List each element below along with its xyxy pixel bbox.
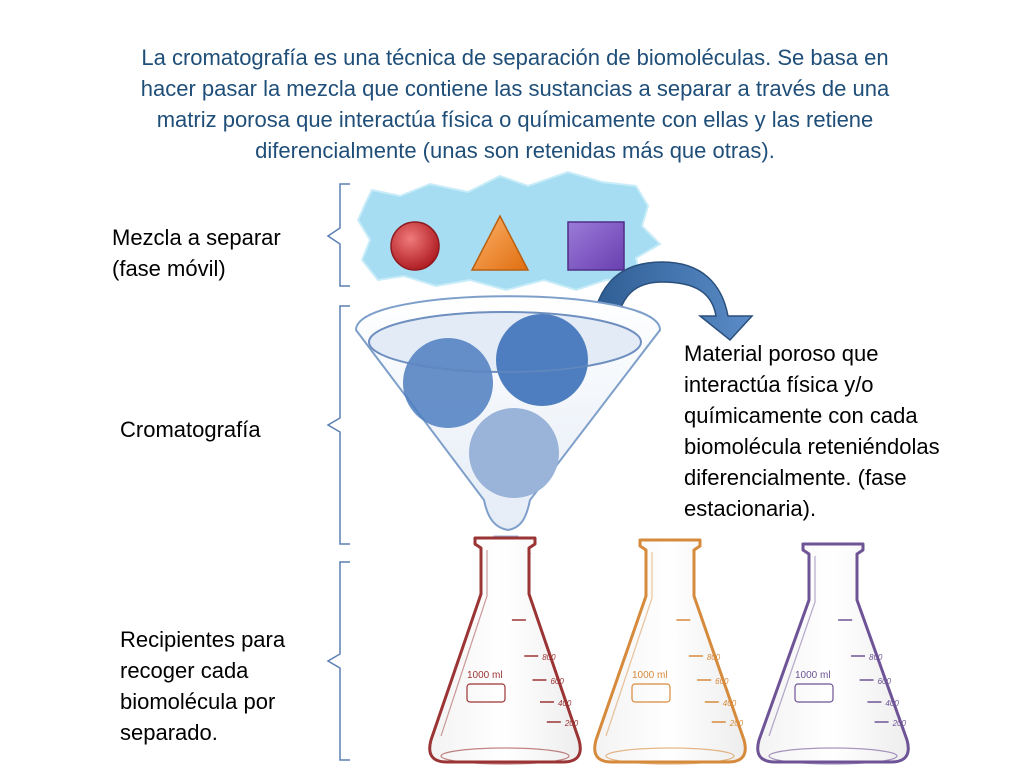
- mixture-label-line: (fase móvil): [112, 256, 226, 281]
- flask-inner-line: [768, 556, 816, 737]
- intro-line: hacer pasar la mezcla que contiene las s…: [140, 76, 890, 101]
- flask-mark-label: 600: [878, 677, 892, 686]
- flask-base: [768, 747, 898, 765]
- stationary-phase-label-line: diferencialmente. (fase: [684, 465, 907, 490]
- flask-mark-label: 200: [892, 719, 907, 728]
- flask-mark-label: 200: [564, 719, 579, 728]
- flask-label-box: [794, 683, 834, 703]
- stationary-phase-label-line: interactúa física y/o: [684, 372, 874, 397]
- curved-arrow-icon: [591, 261, 754, 342]
- bracket-mixture: [326, 183, 350, 287]
- funnel-ball-left: [403, 338, 493, 428]
- flask-base: [605, 747, 735, 765]
- flask-mark-label: 600: [715, 677, 729, 686]
- bracket-recipients: [326, 561, 350, 761]
- stationary-phase-label-line: estacionaria).: [684, 496, 817, 521]
- bracket-chromatography: [326, 305, 350, 545]
- recipients-label-line: Recipientes para: [120, 627, 286, 652]
- flask-volume-label: 1000 ml: [795, 670, 831, 681]
- purple-square-icon: [567, 221, 625, 271]
- intro-line: matriz porosa que interactúa física o qu…: [156, 107, 874, 132]
- flask-mark-label: 400: [885, 699, 899, 708]
- recipients-label-line: biomolécula por: [120, 689, 276, 714]
- recipients-label: Recipientes para recoger cada biomolécul…: [120, 624, 285, 748]
- funnel-ball-right: [496, 314, 588, 406]
- flask-body: [593, 538, 747, 764]
- flask-mark-label: 800: [542, 653, 556, 662]
- recipients-label-line: recoger cada: [120, 658, 249, 683]
- flask-body: [428, 536, 582, 764]
- chromatography-label-line: Cromatografía: [120, 417, 261, 442]
- chromatography-label: Cromatografía: [120, 414, 261, 445]
- flask-volume-label: 1000 ml: [632, 670, 668, 681]
- flask-inner-line: [605, 552, 653, 737]
- flask-mark-label: 600: [550, 677, 564, 686]
- funnel: [354, 295, 662, 532]
- flask-3: 800 600 400 200 1000 ml: [756, 542, 910, 765]
- intro-line: La cromatografía es una técnica de separ…: [141, 45, 889, 70]
- flask-2: 800 600 400 200 1000 ml: [593, 538, 747, 765]
- flask-volume-label: 1000 ml: [467, 670, 503, 681]
- flask-mark-label: 200: [729, 719, 744, 728]
- flask-mark-label: 400: [723, 699, 737, 708]
- flask-label-box: [631, 683, 671, 703]
- mixture-label-line: Mezcla a separar: [112, 225, 281, 250]
- intro-line: diferencialmente (unas son retenidas más…: [255, 138, 775, 163]
- intro-paragraph: La cromatografía es una técnica de separ…: [110, 42, 920, 166]
- flask-1: 800 600 400 200 1000 ml: [428, 536, 582, 765]
- flask-body: [756, 542, 910, 764]
- stationary-phase-label-line: biomolécula reteniéndolas: [684, 434, 940, 459]
- flask-label-box: [466, 683, 506, 703]
- flask-inner-line: [440, 550, 488, 737]
- flask-mark-label: 400: [558, 699, 572, 708]
- flask-mark-label: 800: [869, 653, 883, 662]
- orange-triangle-icon: [470, 214, 530, 271]
- mixture-label: Mezcla a separar (fase móvil): [112, 222, 281, 284]
- red-circle-icon: [390, 221, 440, 271]
- flask-base: [440, 747, 570, 765]
- stationary-phase-label-line: químicamente con cada: [684, 403, 918, 428]
- flask-mark-label: 800: [707, 653, 721, 662]
- funnel-ball-bottom: [469, 408, 559, 498]
- stationary-phase-label-line: Material poroso que: [684, 341, 879, 366]
- recipients-label-line: separado.: [120, 720, 218, 745]
- stationary-phase-label: Material poroso que interactúa física y/…: [684, 338, 940, 524]
